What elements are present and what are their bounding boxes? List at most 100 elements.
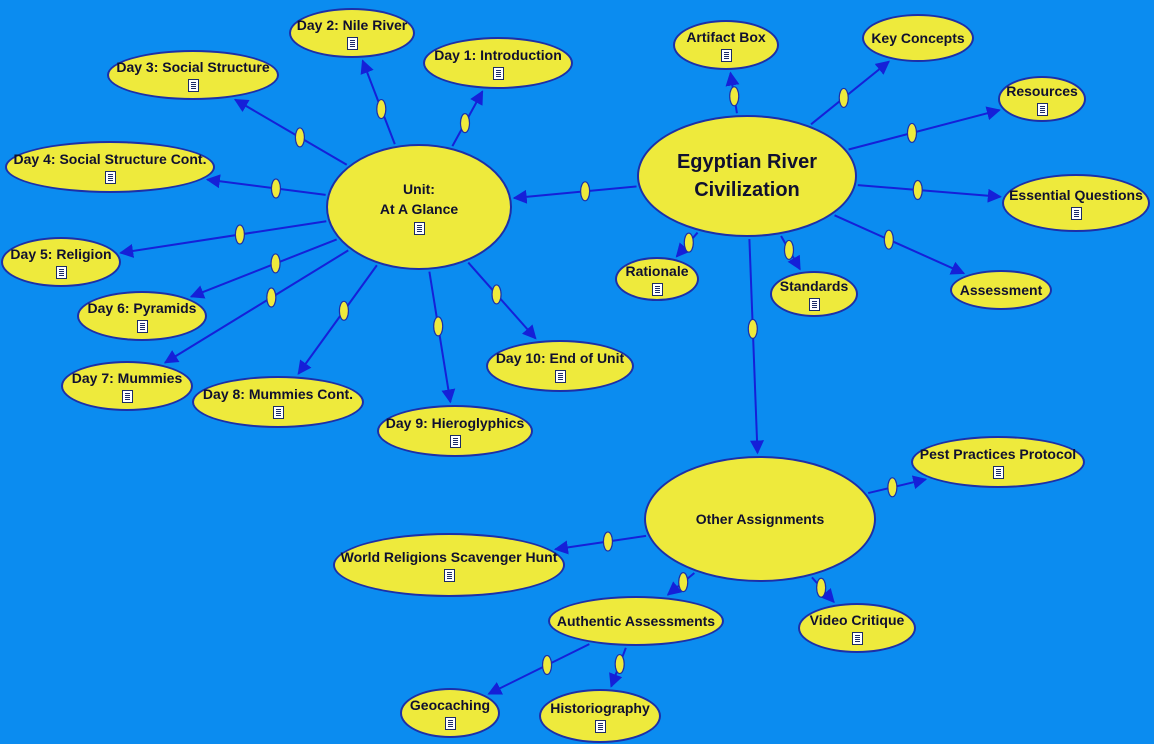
node-resources[interactable]: Resources	[998, 76, 1086, 122]
node-geocaching[interactable]: Geocaching	[400, 688, 500, 738]
link-handle-authentic-to-historiography[interactable]	[614, 653, 625, 675]
node-day-10[interactable]: Day 10: End of Unit	[486, 340, 634, 392]
node-day-9[interactable]: Day 9: Hieroglyphics	[377, 405, 533, 457]
node-essential-questions[interactable]: Essential Questions	[1002, 174, 1150, 232]
node-assessment-label: Assessment	[959, 281, 1043, 298]
link-handle-authentic-to-geocaching[interactable]	[541, 654, 553, 676]
link-unit-to-day4	[205, 174, 326, 196]
node-rationale-label: Rationale	[625, 262, 689, 279]
link-handle-unit-to-day1[interactable]	[459, 113, 471, 134]
link-handle-other-to-worldrel[interactable]	[602, 531, 614, 552]
link-center-to-keyconcepts	[810, 60, 890, 126]
document-icon[interactable]	[808, 297, 820, 311]
link-handle-center-to-resources[interactable]	[906, 122, 918, 144]
node-day-8[interactable]: Day 8: Mummies Cont.	[192, 376, 364, 428]
node-artifact-box[interactable]: Artifact Box	[673, 20, 779, 70]
document-icon[interactable]	[121, 389, 133, 403]
node-resources-label: Resources	[1006, 82, 1078, 99]
node-world-religions-scavenger-hunt-label: World Religions Scavenger Hunt	[340, 548, 558, 565]
node-video-critique[interactable]: Video Critique	[798, 603, 916, 653]
document-icon[interactable]	[1036, 102, 1048, 116]
document-icon[interactable]	[104, 170, 116, 184]
document-icon[interactable]	[187, 78, 199, 92]
node-pest-practices-protocol-label: Pest Practices Protocol	[919, 445, 1077, 462]
node-day-5[interactable]: Day 5: Religion	[1, 237, 121, 287]
node-assessment[interactable]: Assessment	[950, 270, 1052, 310]
node-world-religions-scavenger-hunt[interactable]: World Religions Scavenger Hunt	[333, 533, 565, 597]
node-day-8-label: Day 8: Mummies Cont.	[202, 385, 354, 402]
link-center-to-essential	[857, 184, 1002, 203]
link-handle-center-to-rationale[interactable]	[683, 232, 694, 253]
node-day-7-label: Day 7: Mummies	[71, 369, 183, 386]
document-icon[interactable]	[492, 66, 504, 80]
document-icon[interactable]	[55, 265, 67, 279]
node-historiography[interactable]: Historiography	[539, 689, 661, 743]
node-day-2-label: Day 2: Nile River	[296, 16, 408, 33]
node-day-4[interactable]: Day 4: Social Structure Cont.	[5, 141, 215, 193]
link-handle-unit-to-day7[interactable]	[266, 287, 277, 308]
link-handle-center-to-keyconcepts[interactable]	[838, 87, 849, 109]
node-other-assignments-label: Other Assignments	[695, 510, 825, 527]
document-icon[interactable]	[594, 719, 606, 733]
node-day-1-label: Day 1: Introduction	[434, 46, 562, 63]
document-icon[interactable]	[444, 716, 456, 730]
link-handle-center-to-unit[interactable]	[580, 181, 591, 202]
node-other-assignments[interactable]: Other Assignments	[644, 456, 876, 582]
node-day-6[interactable]: Day 6: Pyramids	[77, 291, 207, 341]
document-icon[interactable]	[443, 568, 455, 582]
link-handle-other-to-authentic[interactable]	[678, 572, 689, 593]
link-handle-center-to-assessment[interactable]	[883, 229, 894, 250]
link-unit-to-day3	[233, 98, 348, 166]
link-handle-unit-to-day9[interactable]	[433, 316, 444, 337]
document-icon[interactable]	[554, 369, 566, 383]
link-handle-other-to-pest[interactable]	[887, 477, 898, 498]
link-center-to-other	[748, 238, 765, 455]
link-handle-center-to-essential[interactable]	[912, 179, 923, 201]
link-unit-to-day5	[119, 220, 327, 258]
node-day-2[interactable]: Day 2: Nile River	[289, 8, 415, 58]
node-day-7[interactable]: Day 7: Mummies	[61, 361, 193, 411]
node-day-3[interactable]: Day 3: Social Structure	[107, 50, 279, 100]
node-day-1[interactable]: Day 1: Introduction	[423, 37, 573, 89]
node-pest-practices-protocol[interactable]: Pest Practices Protocol	[911, 436, 1085, 488]
document-icon[interactable]	[136, 319, 148, 333]
node-rationale[interactable]: Rationale	[615, 257, 699, 301]
node-historiography-label: Historiography	[550, 699, 650, 716]
document-icon[interactable]	[851, 631, 863, 645]
node-geocaching-label: Geocaching	[409, 696, 491, 713]
link-handle-center-to-artifact[interactable]	[729, 86, 740, 107]
node-day-6-label: Day 6: Pyramids	[87, 299, 197, 316]
node-standards[interactable]: Standards	[770, 271, 858, 317]
document-icon[interactable]	[651, 282, 663, 296]
link-unit-to-day9	[428, 271, 456, 404]
node-authentic-assessments[interactable]: Authentic Assessments	[548, 596, 724, 646]
link-handle-unit-to-day2[interactable]	[376, 98, 387, 120]
document-icon[interactable]	[449, 434, 461, 448]
node-unit-at-a-glance-label: Unit:At A Glance	[379, 181, 459, 217]
node-day-5-label: Day 5: Religion	[10, 245, 112, 262]
document-icon[interactable]	[992, 465, 1004, 479]
document-icon[interactable]	[720, 48, 732, 62]
link-handle-other-to-video[interactable]	[816, 577, 827, 598]
link-handle-unit-to-day8[interactable]	[338, 300, 350, 321]
document-icon[interactable]	[1070, 206, 1082, 220]
link-handle-unit-to-day6[interactable]	[270, 253, 281, 274]
link-handle-unit-to-day5[interactable]	[234, 224, 245, 245]
link-handle-unit-to-day10[interactable]	[491, 284, 502, 305]
node-day-9-label: Day 9: Hieroglyphics	[385, 414, 525, 431]
link-handle-unit-to-day3[interactable]	[294, 127, 305, 148]
link-handle-center-to-other[interactable]	[747, 318, 758, 339]
link-authentic-to-geocaching	[487, 643, 590, 695]
node-unit-at-a-glance[interactable]: Unit:At A Glance	[326, 144, 512, 270]
link-handle-unit-to-day4[interactable]	[270, 178, 282, 199]
node-day-10-label: Day 10: End of Unit	[495, 349, 625, 366]
document-icon[interactable]	[413, 222, 425, 235]
document-icon[interactable]	[346, 36, 358, 50]
node-key-concepts[interactable]: Key Concepts	[862, 14, 974, 62]
link-handle-center-to-standards[interactable]	[783, 239, 795, 261]
document-icon[interactable]	[272, 405, 284, 419]
link-unit-to-day8	[297, 264, 378, 375]
